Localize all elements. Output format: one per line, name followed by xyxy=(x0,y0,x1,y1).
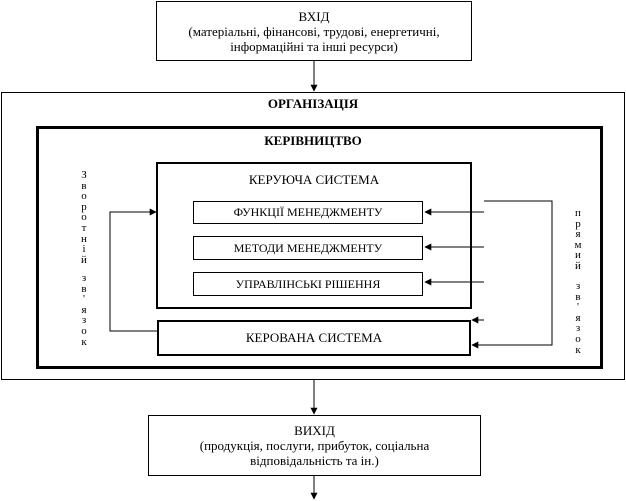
control-system-title: КЕРУЮЧА СИСТЕМА xyxy=(248,172,380,187)
controlled-system-title: КЕРОВАНА СИСТЕМА xyxy=(245,330,383,345)
feedback-loop xyxy=(109,208,158,332)
methods-box: МЕТОДИ МЕНЕДЖМЕНТУ xyxy=(193,236,423,260)
management-box xyxy=(36,126,603,369)
output-box: ВИХІД (продукція, послуги, прибуток, соц… xyxy=(148,415,481,476)
output-title: ВИХІД xyxy=(294,423,335,438)
decisions-box: УПРАВЛІНСЬКІ РІШЕННЯ xyxy=(193,272,423,296)
functions-box: ФУНКЦІЇ МЕНЕДЖМЕНТУ xyxy=(193,201,423,224)
direct-link-loop xyxy=(471,200,553,349)
methods-label: МЕТОДИ МЕНЕДЖМЕНТУ xyxy=(233,240,383,255)
control-system-box xyxy=(156,162,472,309)
organization-title: ОРГАНІЗАЦІЯ xyxy=(267,96,359,111)
input-title: ВХІД xyxy=(298,8,330,24)
input-box: ВХІД (матеріальні, фінансові, трудові, е… xyxy=(156,1,472,61)
output-line2: відповідальність та ін.) xyxy=(250,453,379,468)
input-line2: інформаційні та інші ресурси) xyxy=(230,38,398,54)
output-line1: (продукція, послуги, прибуток, соціальна xyxy=(199,438,430,453)
organization-box xyxy=(1,92,625,380)
input-line1: (матеріальні, фінансові, трудові, енерге… xyxy=(188,23,440,39)
decisions-label: УПРАВЛІНСЬКІ РІШЕННЯ xyxy=(235,276,381,291)
functions-label: ФУНКЦІЇ МЕНЕДЖМЕНТУ xyxy=(233,205,383,219)
management-title: КЕРІВНИЦТВО xyxy=(264,133,362,148)
controlled-system-box: КЕРОВАНА СИСТЕМА xyxy=(157,320,471,356)
